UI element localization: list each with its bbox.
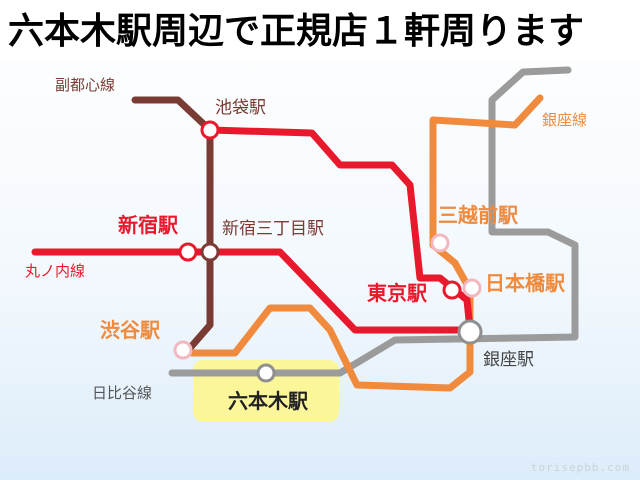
station-shinjuku-sanchome[interactable] <box>200 242 220 262</box>
label-station-roppongi: 六本木駅 <box>228 389 308 413</box>
label-station-shibuya: 渋谷駅 <box>100 318 160 342</box>
label-ginza-line: 銀座線 <box>542 111 587 129</box>
label-station-shinjuku-sanchome: 新宿三丁目駅 <box>222 219 324 239</box>
station-shibuya[interactable] <box>173 340 193 360</box>
station-roppongi[interactable] <box>256 363 276 383</box>
watermark-text: torisepbb.com <box>530 461 630 474</box>
label-station-shinjuku: 新宿駅 <box>118 213 178 237</box>
marunouchi-line <box>31 126 474 334</box>
label-marunouchi-line: 丸ノ内線 <box>25 262 85 280</box>
stations <box>173 120 483 383</box>
station-ginza[interactable] <box>457 319 483 345</box>
station-tokyo[interactable] <box>442 280 462 300</box>
station-shinjuku[interactable] <box>178 242 198 262</box>
label-station-ginza: 銀座駅 <box>483 350 534 370</box>
title-bar: 六本木駅周辺で正規店１軒周ります <box>0 0 640 62</box>
hibiya-line <box>168 66 579 377</box>
marunouchi-line-path <box>31 126 474 334</box>
ginza-line-path <box>188 94 544 392</box>
label-station-tokyo: 東京駅 <box>367 281 427 305</box>
station-nihonbashi[interactable] <box>462 278 482 298</box>
label-fukutoshin-line: 副都心線 <box>55 76 115 94</box>
label-station-mitsukoshimae: 三越前駅 <box>438 203 518 227</box>
station-ikebukuro[interactable] <box>200 120 220 140</box>
label-station-nihonbashi: 日本橋駅 <box>485 271 565 295</box>
label-station-ikebukuro: 池袋駅 <box>215 98 266 118</box>
hibiya-line-path <box>168 66 579 377</box>
label-hibiya-line: 日比谷線 <box>92 384 152 402</box>
station-mitsukoshimae[interactable] <box>430 233 450 253</box>
page-title: 六本木駅周辺で正規店１軒周ります <box>8 11 585 52</box>
ginza-line <box>188 94 544 392</box>
